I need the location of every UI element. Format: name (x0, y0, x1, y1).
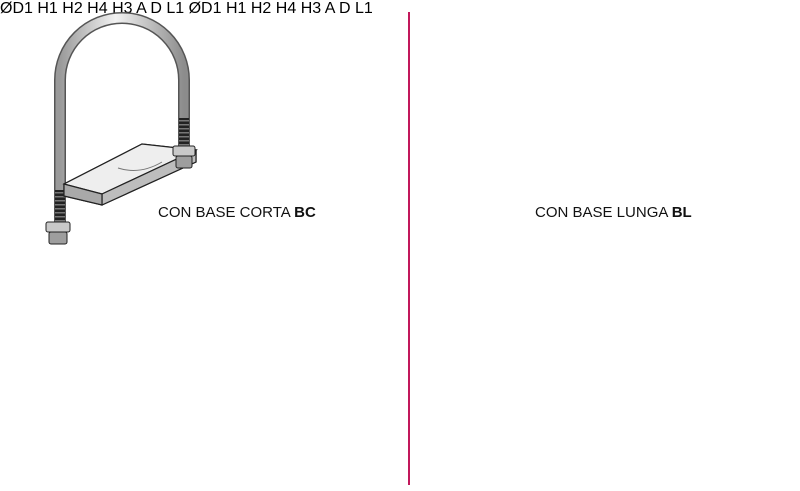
label-l1-right: L1 (354, 0, 373, 17)
label-h2-left: H2 (62, 0, 83, 17)
caption-long-base: CON BASE LUNGA BL (535, 204, 692, 221)
label-d-right: D (338, 0, 351, 17)
label-h4-left: H4 (87, 0, 108, 17)
label-diameter-left: ØD1 (0, 0, 33, 17)
label-a-left: A (136, 0, 146, 17)
caption-long-base-code: BL (671, 204, 692, 221)
label-h1-left: H1 (37, 0, 58, 17)
ubolt-3d-short-base (45, 12, 199, 245)
label-h4-right: H4 (275, 0, 297, 17)
caption-short-base: CON BASE CORTA BC (158, 204, 316, 221)
label-h1-right: H1 (225, 0, 247, 17)
label-l1-left: L1 (166, 0, 185, 17)
label-h2-right: H2 (250, 0, 272, 17)
caption-short-base-code: BC (294, 204, 316, 221)
label-a-right: A (324, 0, 335, 17)
label-diameter-right: ØD1 (188, 0, 222, 17)
label-d-left: D (150, 0, 162, 17)
caption-short-base-text: CON BASE CORTA (158, 204, 295, 221)
label-h3-right: H3 (300, 0, 322, 17)
caption-long-base-text: CON BASE LUNGA (535, 204, 672, 221)
